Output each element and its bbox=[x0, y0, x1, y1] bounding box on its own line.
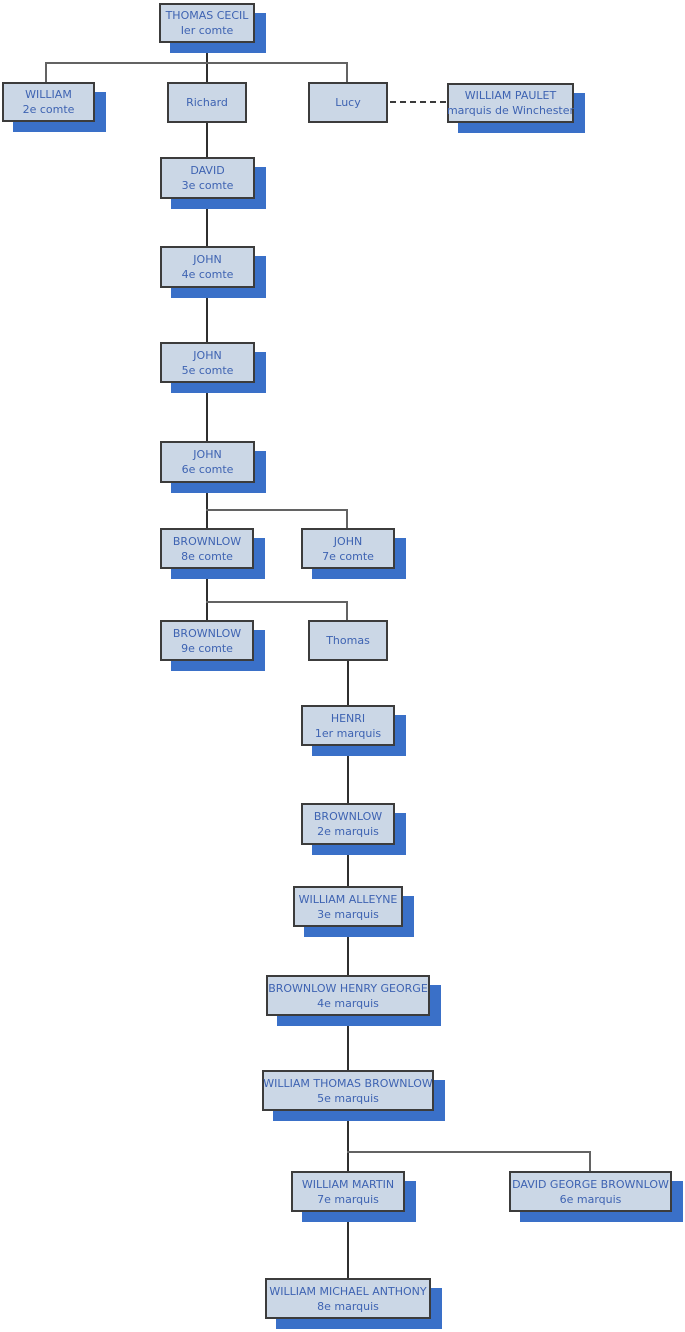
node-title: 4e marquis bbox=[317, 996, 379, 1010]
node-brownlow-2e-marquis[interactable]: BROWNLOW 2e marquis bbox=[301, 803, 395, 845]
node-name: WILLIAM bbox=[25, 88, 72, 101]
connector-line bbox=[206, 288, 208, 342]
connector-line bbox=[347, 927, 349, 975]
node-name: WILLIAM MARTIN bbox=[301, 1177, 395, 1191]
rail-drop bbox=[346, 601, 348, 620]
node-david-george-brownlow-6e-marquis[interactable]: DAVID GEORGE BROWNLOW 6e marquis bbox=[509, 1171, 672, 1212]
connector-line bbox=[206, 569, 208, 620]
node-title: 9e comte bbox=[181, 641, 233, 655]
node-brownlow-9e-comte[interactable]: BROWNLOW 9e comte bbox=[160, 620, 254, 661]
node-name: Lucy bbox=[335, 96, 361, 109]
node-title: 8e comte bbox=[181, 549, 233, 563]
rail-drop bbox=[346, 62, 348, 82]
node-name: BROWNLOW bbox=[172, 626, 242, 640]
connector-line bbox=[347, 1016, 349, 1070]
node-name: JOHN bbox=[193, 348, 222, 362]
node-william-2e-comte[interactable]: WILLIAM 2e comte bbox=[2, 82, 95, 122]
node-title: 1er marquis bbox=[314, 726, 382, 740]
connector-line bbox=[206, 123, 208, 157]
node-name: DAVID GEORGE BROWNLOW bbox=[512, 1177, 669, 1191]
node-title: marquis de Winchester bbox=[446, 104, 575, 117]
node-title: 8e marquis bbox=[317, 1299, 379, 1313]
node-name: WILLIAM MICHAEL ANTHONY bbox=[269, 1284, 427, 1298]
node-title: 7e comte bbox=[322, 549, 374, 563]
node-title: Ier comte bbox=[180, 24, 234, 37]
node-richard[interactable]: Richard bbox=[167, 82, 247, 123]
rail-drop bbox=[346, 509, 348, 528]
node-john-4e-comte[interactable]: JOHN 4e comte bbox=[160, 246, 255, 288]
node-john-5e-comte[interactable]: JOHN 5e comte bbox=[160, 342, 255, 383]
node-name: Thomas bbox=[326, 634, 370, 647]
node-title: 5e comte bbox=[181, 363, 234, 377]
connector-line bbox=[347, 746, 349, 803]
node-thomas[interactable]: Thomas bbox=[308, 620, 388, 661]
node-william-paulet-marquis-de-winchester[interactable]: WILLIAM PAULET marquis de Winchester bbox=[447, 83, 574, 123]
node-william-michael-anthony-8e-marquis[interactable]: WILLIAM MICHAEL ANTHONY 8e marquis bbox=[265, 1278, 431, 1319]
node-name: WILLIAM THOMAS BROWNLOW bbox=[263, 1076, 433, 1090]
node-name: JOHN bbox=[193, 448, 222, 461]
node-title: 7e marquis bbox=[317, 1192, 379, 1206]
connector-line bbox=[206, 383, 208, 441]
node-name: JOHN bbox=[333, 534, 363, 548]
node-title: 6e comte bbox=[181, 463, 234, 476]
node-william-alleyne-3e-marquis[interactable]: WILLIAM ALLEYNE 3e marquis bbox=[293, 886, 403, 927]
node-william-thomas-brownlow-5e-marquis[interactable]: WILLIAM THOMAS BROWNLOW 5e marquis bbox=[262, 1070, 434, 1111]
connector-line bbox=[347, 661, 349, 705]
node-name: WILLIAM ALLEYNE bbox=[298, 892, 398, 906]
node-name: Richard bbox=[186, 96, 228, 109]
node-david-3e-comte[interactable]: DAVID 3e comte bbox=[160, 157, 255, 199]
node-lucy[interactable]: Lucy bbox=[308, 82, 388, 123]
node-name: JOHN bbox=[193, 253, 222, 266]
node-title: 3e marquis bbox=[317, 907, 379, 921]
node-title: 4e comte bbox=[181, 268, 234, 281]
node-title: 6e marquis bbox=[559, 1192, 622, 1206]
connector-line bbox=[347, 1212, 349, 1278]
node-henri-1er-marquis[interactable]: HENRI 1er marquis bbox=[301, 705, 395, 746]
node-name: WILLIAM PAULET bbox=[464, 89, 557, 102]
connector-line bbox=[347, 1111, 349, 1171]
rail-drop bbox=[589, 1151, 591, 1171]
node-title: 2e marquis bbox=[317, 825, 379, 838]
sibling-rail bbox=[206, 509, 348, 511]
node-title: 5e marquis bbox=[317, 1091, 379, 1105]
connector-line bbox=[347, 845, 349, 886]
node-name: BROWNLOW bbox=[313, 810, 383, 823]
node-name: DAVID bbox=[190, 164, 225, 177]
node-title: 3e comte bbox=[181, 179, 234, 192]
node-title: 2e comte bbox=[22, 103, 75, 116]
node-brownlow-henry-george-4e-marquis[interactable]: BROWNLOW HENRY GEORGE 4e marquis bbox=[266, 975, 430, 1016]
connector-line bbox=[206, 483, 208, 528]
node-william-martin-7e-marquis[interactable]: WILLIAM MARTIN 7e marquis bbox=[291, 1171, 405, 1212]
node-thomas-cecil-1er-comte[interactable]: THOMAS CECIL Ier comte bbox=[159, 3, 255, 43]
node-name: BROWNLOW HENRY GEORGE bbox=[268, 981, 428, 995]
sibling-rail bbox=[46, 62, 348, 64]
sibling-rail bbox=[347, 1151, 591, 1153]
connector-line bbox=[206, 199, 208, 246]
node-name: THOMAS CECIL bbox=[165, 9, 249, 22]
node-name: HENRI bbox=[330, 711, 366, 725]
rail-drop bbox=[45, 62, 47, 82]
node-brownlow-8e-comte[interactable]: BROWNLOW 8e comte bbox=[160, 528, 254, 569]
node-john-7e-comte[interactable]: JOHN 7e comte bbox=[301, 528, 395, 569]
node-john-6e-comte[interactable]: JOHN 6e comte bbox=[160, 441, 255, 483]
sibling-rail bbox=[206, 601, 348, 603]
marriage-dashed-line bbox=[390, 101, 446, 103]
node-name: BROWNLOW bbox=[172, 534, 242, 548]
